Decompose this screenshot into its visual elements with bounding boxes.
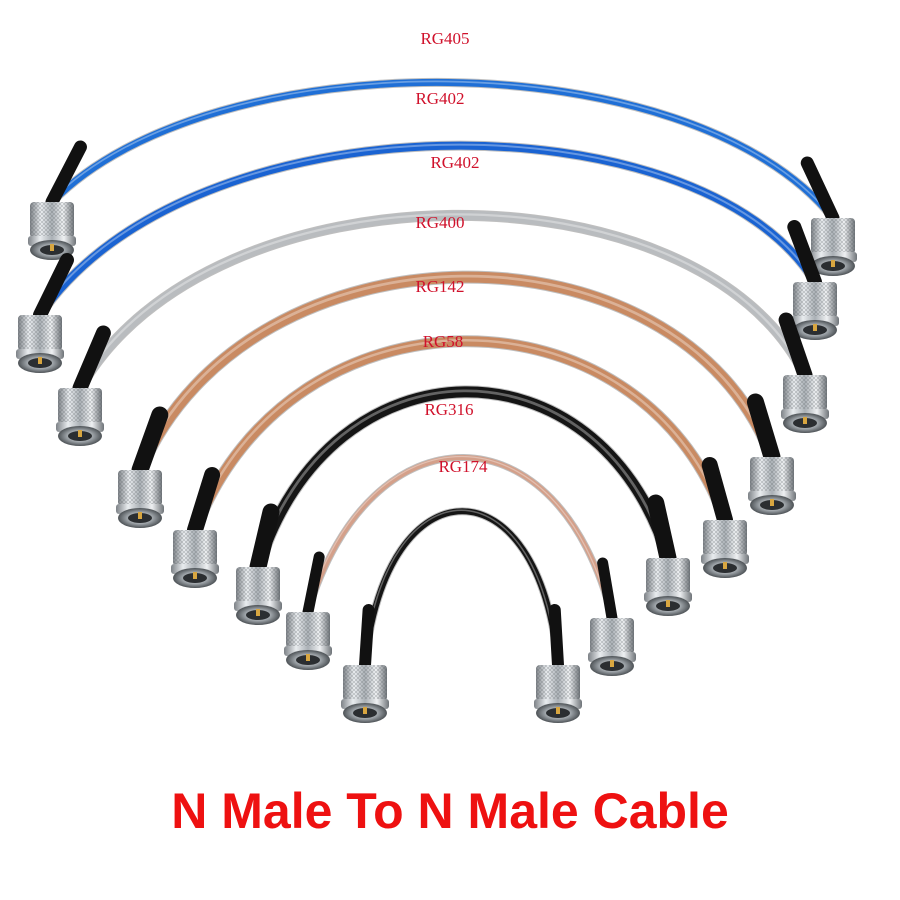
cable-label-2: RG402 xyxy=(415,89,464,108)
strain-relief-left xyxy=(359,604,375,671)
cable-jacket xyxy=(190,336,730,535)
cable-highlight xyxy=(255,389,669,568)
n-male-connector-right xyxy=(644,558,692,616)
cable-jacket-shadow xyxy=(304,454,616,622)
cable-jacket xyxy=(305,455,615,621)
strain-relief-left xyxy=(45,140,87,209)
n-male-connector-right xyxy=(781,375,829,433)
n-male-connector-right xyxy=(809,218,857,276)
n-male-connector-right xyxy=(791,282,839,340)
cable-2 xyxy=(16,140,839,373)
cable-jacket xyxy=(252,386,674,573)
cables-layer xyxy=(16,77,857,723)
cable-label-4: RG400 xyxy=(415,213,464,232)
cable-8 xyxy=(341,507,582,723)
strain-relief-right xyxy=(647,494,677,567)
cable-6 xyxy=(234,385,692,625)
n-male-connector-right xyxy=(588,618,636,676)
cable-jacket xyxy=(362,508,561,668)
strain-relief-left xyxy=(249,503,280,576)
strain-relief-left xyxy=(33,253,74,322)
strain-relief-left xyxy=(131,406,169,479)
cable-highlight xyxy=(50,80,833,218)
n-male-connector-right xyxy=(701,520,749,578)
cable-7 xyxy=(284,454,636,676)
cable-1 xyxy=(28,77,857,276)
cable-label-8: RG174 xyxy=(438,457,488,476)
strain-relief-right xyxy=(548,604,564,671)
cable-highlight xyxy=(137,274,773,471)
strain-relief-right xyxy=(800,156,840,225)
cable-highlight xyxy=(77,213,806,389)
strain-relief-left xyxy=(187,467,221,538)
strain-relief-left xyxy=(302,551,325,618)
cable-jacket-shadow xyxy=(74,209,811,394)
strain-relief-right xyxy=(787,220,822,289)
n-male-connector-right xyxy=(748,457,796,515)
n-male-connector-left xyxy=(28,202,76,260)
strain-relief-right xyxy=(701,457,733,528)
cable-label-7: RG316 xyxy=(424,400,473,419)
n-male-connector-left xyxy=(341,665,389,723)
strain-relief-right xyxy=(597,557,618,624)
cable-highlight xyxy=(192,339,726,531)
cable-3 xyxy=(56,209,829,446)
cable-label-5: RG142 xyxy=(415,277,464,296)
cable-label-6: RG58 xyxy=(423,332,464,351)
cable-jacket xyxy=(36,141,819,319)
n-male-connector-left xyxy=(56,388,104,446)
cable-highlight xyxy=(306,455,612,618)
cable-jacket-shadow xyxy=(361,507,562,669)
n-male-connector-left xyxy=(234,567,282,625)
strain-relief-left xyxy=(72,325,111,396)
n-male-connector-left xyxy=(284,612,332,670)
cable-jacket xyxy=(75,210,810,393)
caption-title: N Male To N Male Cable xyxy=(171,783,729,839)
cable-highlight xyxy=(38,143,815,315)
cable-4 xyxy=(116,270,796,528)
cable-jacket xyxy=(134,271,778,476)
cable-label-1: RG405 xyxy=(420,29,469,48)
strain-relief-right xyxy=(778,312,813,383)
n-male-connector-left xyxy=(16,315,64,373)
n-male-connector-right xyxy=(534,665,582,723)
n-male-connector-left xyxy=(116,470,164,528)
cable-highlight xyxy=(363,509,558,665)
cable-5 xyxy=(171,335,749,588)
strain-relief-right xyxy=(746,393,781,466)
n-male-connector-left xyxy=(171,530,219,588)
cable-jacket xyxy=(48,78,837,222)
cable-label-3: RG402 xyxy=(430,153,479,172)
